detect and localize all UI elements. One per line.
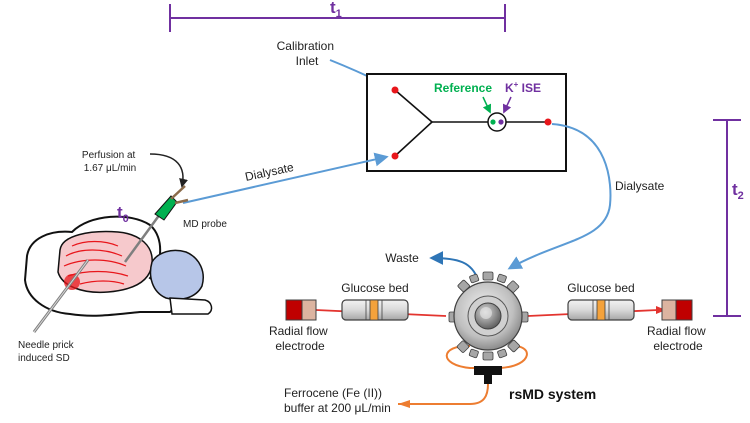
glucose-bed-left [341, 299, 409, 321]
valve-connector [474, 366, 502, 375]
waste-label: Waste [385, 251, 419, 265]
outlet-dot [544, 118, 552, 126]
dialysate-flow-to-rsmd [507, 123, 612, 270]
reference-label: Reference [434, 81, 492, 95]
glucose-bed-right-label: Glucose bed [567, 281, 634, 295]
inlet-dot-top [391, 86, 399, 94]
ferrocene-inflow [398, 383, 489, 405]
sensor-chip: Reference K+ ISE [366, 73, 567, 172]
brainstem [169, 297, 213, 315]
dialysate-flow-to-chip [182, 152, 389, 204]
rsmd-valve [448, 271, 529, 384]
rsmd-system-label: rsMD system [509, 386, 596, 402]
perfusion-arrow [149, 153, 188, 188]
radial-electrode-left [285, 299, 317, 321]
t2-bracket: t2 [713, 119, 744, 317]
t1-label: t1 [330, 0, 342, 20]
t1-bracket: t1 [169, 0, 506, 32]
cerebellum [149, 249, 204, 301]
md-probe [123, 185, 189, 263]
electrode-well [487, 112, 507, 132]
rat-brain [23, 215, 213, 317]
calibration-inlet-label: Calibration Inlet [277, 39, 338, 68]
perfusion-label: Perfusion at 1.67 μL/min [82, 150, 138, 174]
needle-label: Needle prick induced SD [18, 340, 76, 364]
radial-right-label: Radial flow electrode [647, 324, 709, 353]
ferrocene-label: Ferrocene (Fe (II)) buffer at 200 μL/min [284, 386, 391, 415]
inlet-dot-bottom [391, 152, 399, 160]
k-ise-electrode [498, 119, 504, 125]
md-probe-label: MD probe [183, 219, 227, 230]
buffer-loop [445, 344, 528, 369]
t0-label: t0 [117, 203, 129, 225]
reference-electrode [490, 119, 496, 125]
radial-left-label: Radial flow electrode [269, 324, 331, 353]
glucose-bed-right [567, 299, 635, 321]
k-ise-label: K+ ISE [505, 80, 541, 95]
t2-label: t2 [732, 180, 744, 202]
dialysate-label-right: Dialysate [615, 179, 665, 193]
glucose-bed-left-label: Glucose bed [341, 281, 408, 295]
radial-electrode-right [661, 299, 693, 321]
